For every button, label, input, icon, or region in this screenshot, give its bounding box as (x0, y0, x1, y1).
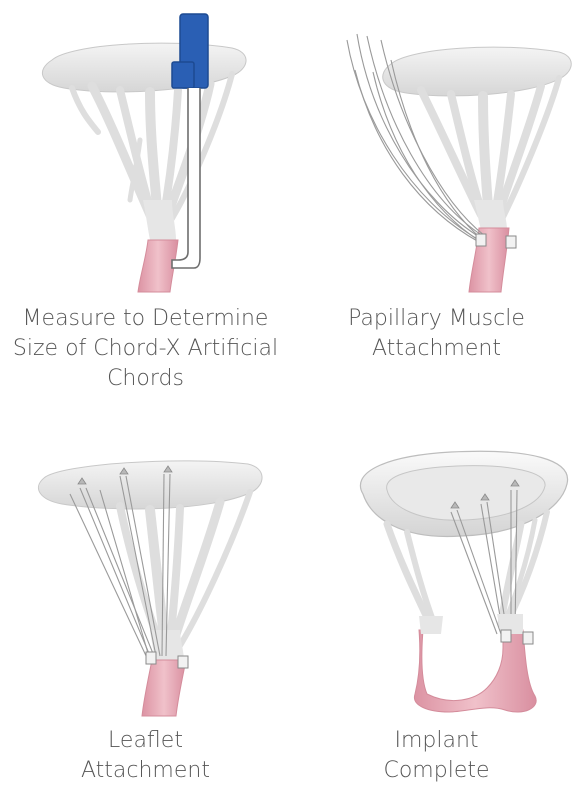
leaflet (38, 461, 262, 509)
panel-measure: Measure to Determine Size of Chord-X Art… (0, 0, 291, 394)
leaflet (42, 43, 246, 92)
panel-papillary: Papillary Muscle Attachment (291, 0, 582, 394)
caption-leaflet: Leaflet Attachment (0, 726, 291, 786)
implant-complete-illustration (291, 394, 582, 724)
chord-trunk (143, 200, 176, 240)
measuring-tool-illustration (0, 0, 291, 300)
papillary-attachment-illustration (291, 0, 582, 300)
caption-measure: Measure to Determine Size of Chord-X Art… (0, 304, 291, 394)
chord-trunk (474, 200, 507, 230)
panel-implant: Implant Complete (291, 394, 582, 787)
caption-papillary: Papillary Muscle Attachment (291, 304, 582, 364)
panel-leaflet: Leaflet Attachment (0, 394, 291, 787)
caption-implant: Implant Complete (291, 726, 582, 786)
papillary-muscle (414, 630, 536, 712)
leaflet-attachment-illustration (0, 394, 291, 724)
